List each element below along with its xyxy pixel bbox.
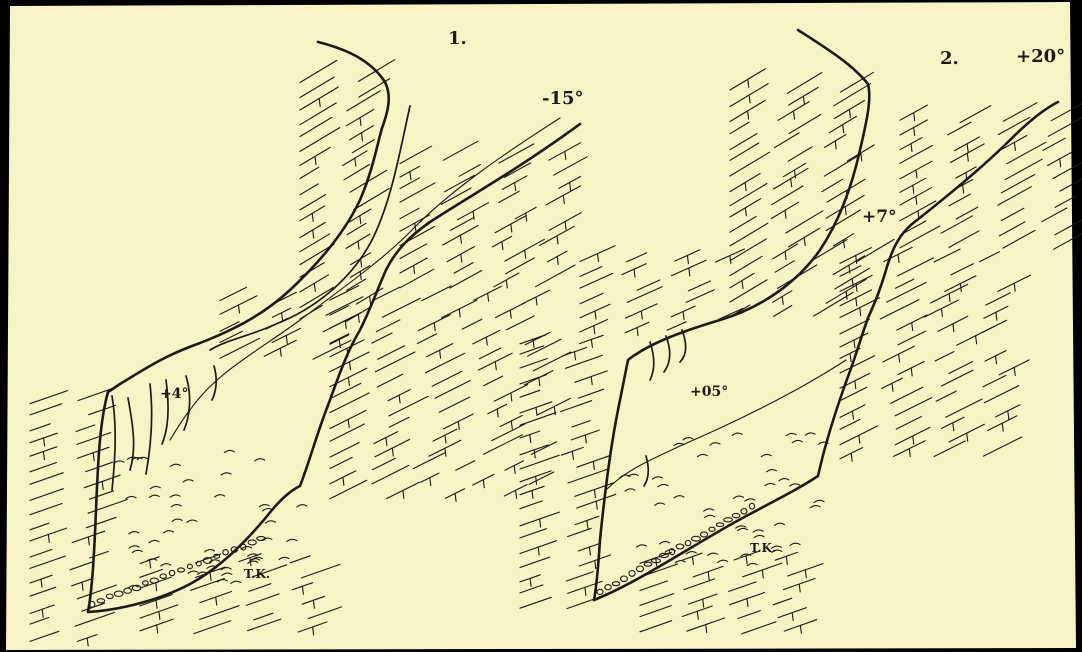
figure-2-rock-mark: T.K. [750, 541, 776, 555]
figure-2-number: 2. [940, 48, 959, 69]
figure-1-rock-mark: T.K. [244, 567, 270, 581]
figure-2-angle-mid: +7° [862, 207, 897, 227]
figure-1-number: 1. [448, 28, 467, 49]
figure-1-angle-upper: -15° [542, 88, 584, 109]
figure-2-angle-upper: +20° [1016, 46, 1065, 67]
figure-2-angle-inner: +05° [690, 384, 728, 400]
paper-background [6, 2, 1076, 650]
figure-1-angle-inner: +4° [160, 386, 188, 402]
